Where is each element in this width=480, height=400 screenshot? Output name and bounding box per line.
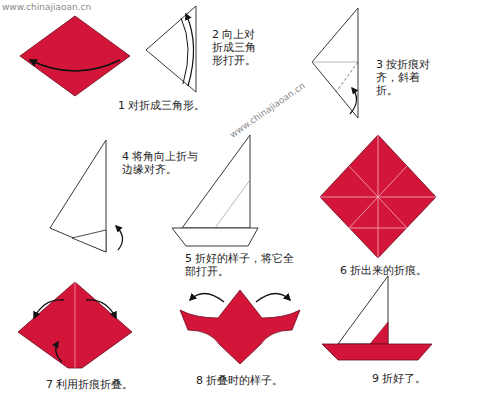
paper-folding (18, 282, 132, 368)
paper-triangle (146, 6, 196, 92)
fold-arrow (34, 300, 64, 318)
fold-arrow (56, 342, 62, 362)
hull (322, 344, 432, 360)
paper-triangle (50, 140, 106, 252)
step-caption: 9 折好了。 (372, 372, 427, 385)
sail-flap (370, 322, 388, 344)
sail (338, 276, 388, 344)
fold-arrow (116, 226, 123, 250)
paper-triangle (312, 8, 358, 118)
watermark: www.chinajiaoan.cn (2, 2, 91, 13)
watermark: www.chinajiaoan.cn (228, 80, 307, 140)
fold-arrow (350, 88, 357, 114)
crease-line (75, 282, 76, 368)
fold-arrow (181, 18, 188, 84)
crease-line (215, 180, 250, 228)
fold-arrow (186, 14, 194, 86)
hull (172, 228, 258, 246)
step-caption: 6 折出来的折痕。 (340, 264, 428, 277)
sail (182, 135, 250, 228)
step-caption: 5 折好的样子，将它全部打开。 (185, 252, 299, 278)
crease-lines (320, 135, 436, 258)
folded-flap (72, 230, 106, 252)
step-caption: 2 向上对折成三角形打开。 (212, 28, 262, 67)
paper-square (20, 16, 130, 96)
crease-line (336, 62, 358, 92)
fold-arrow (86, 300, 116, 318)
paper-square (320, 135, 436, 258)
paper-folding (180, 290, 300, 364)
step-caption: 7 利用折痕折叠。 (46, 378, 134, 391)
fold-arrow (30, 60, 120, 71)
step-caption: 1 对折成三角形。 (118, 99, 206, 112)
crease-line (312, 62, 358, 63)
fold-arrow (256, 293, 290, 302)
step-caption: 8 折叠时的样子。 (196, 374, 284, 387)
step-caption: 3 按折痕对齐，斜着折。 (376, 58, 434, 97)
fold-arrow (190, 293, 224, 302)
step-caption: 4 将角向上折与边缘对齐。 (122, 150, 206, 176)
